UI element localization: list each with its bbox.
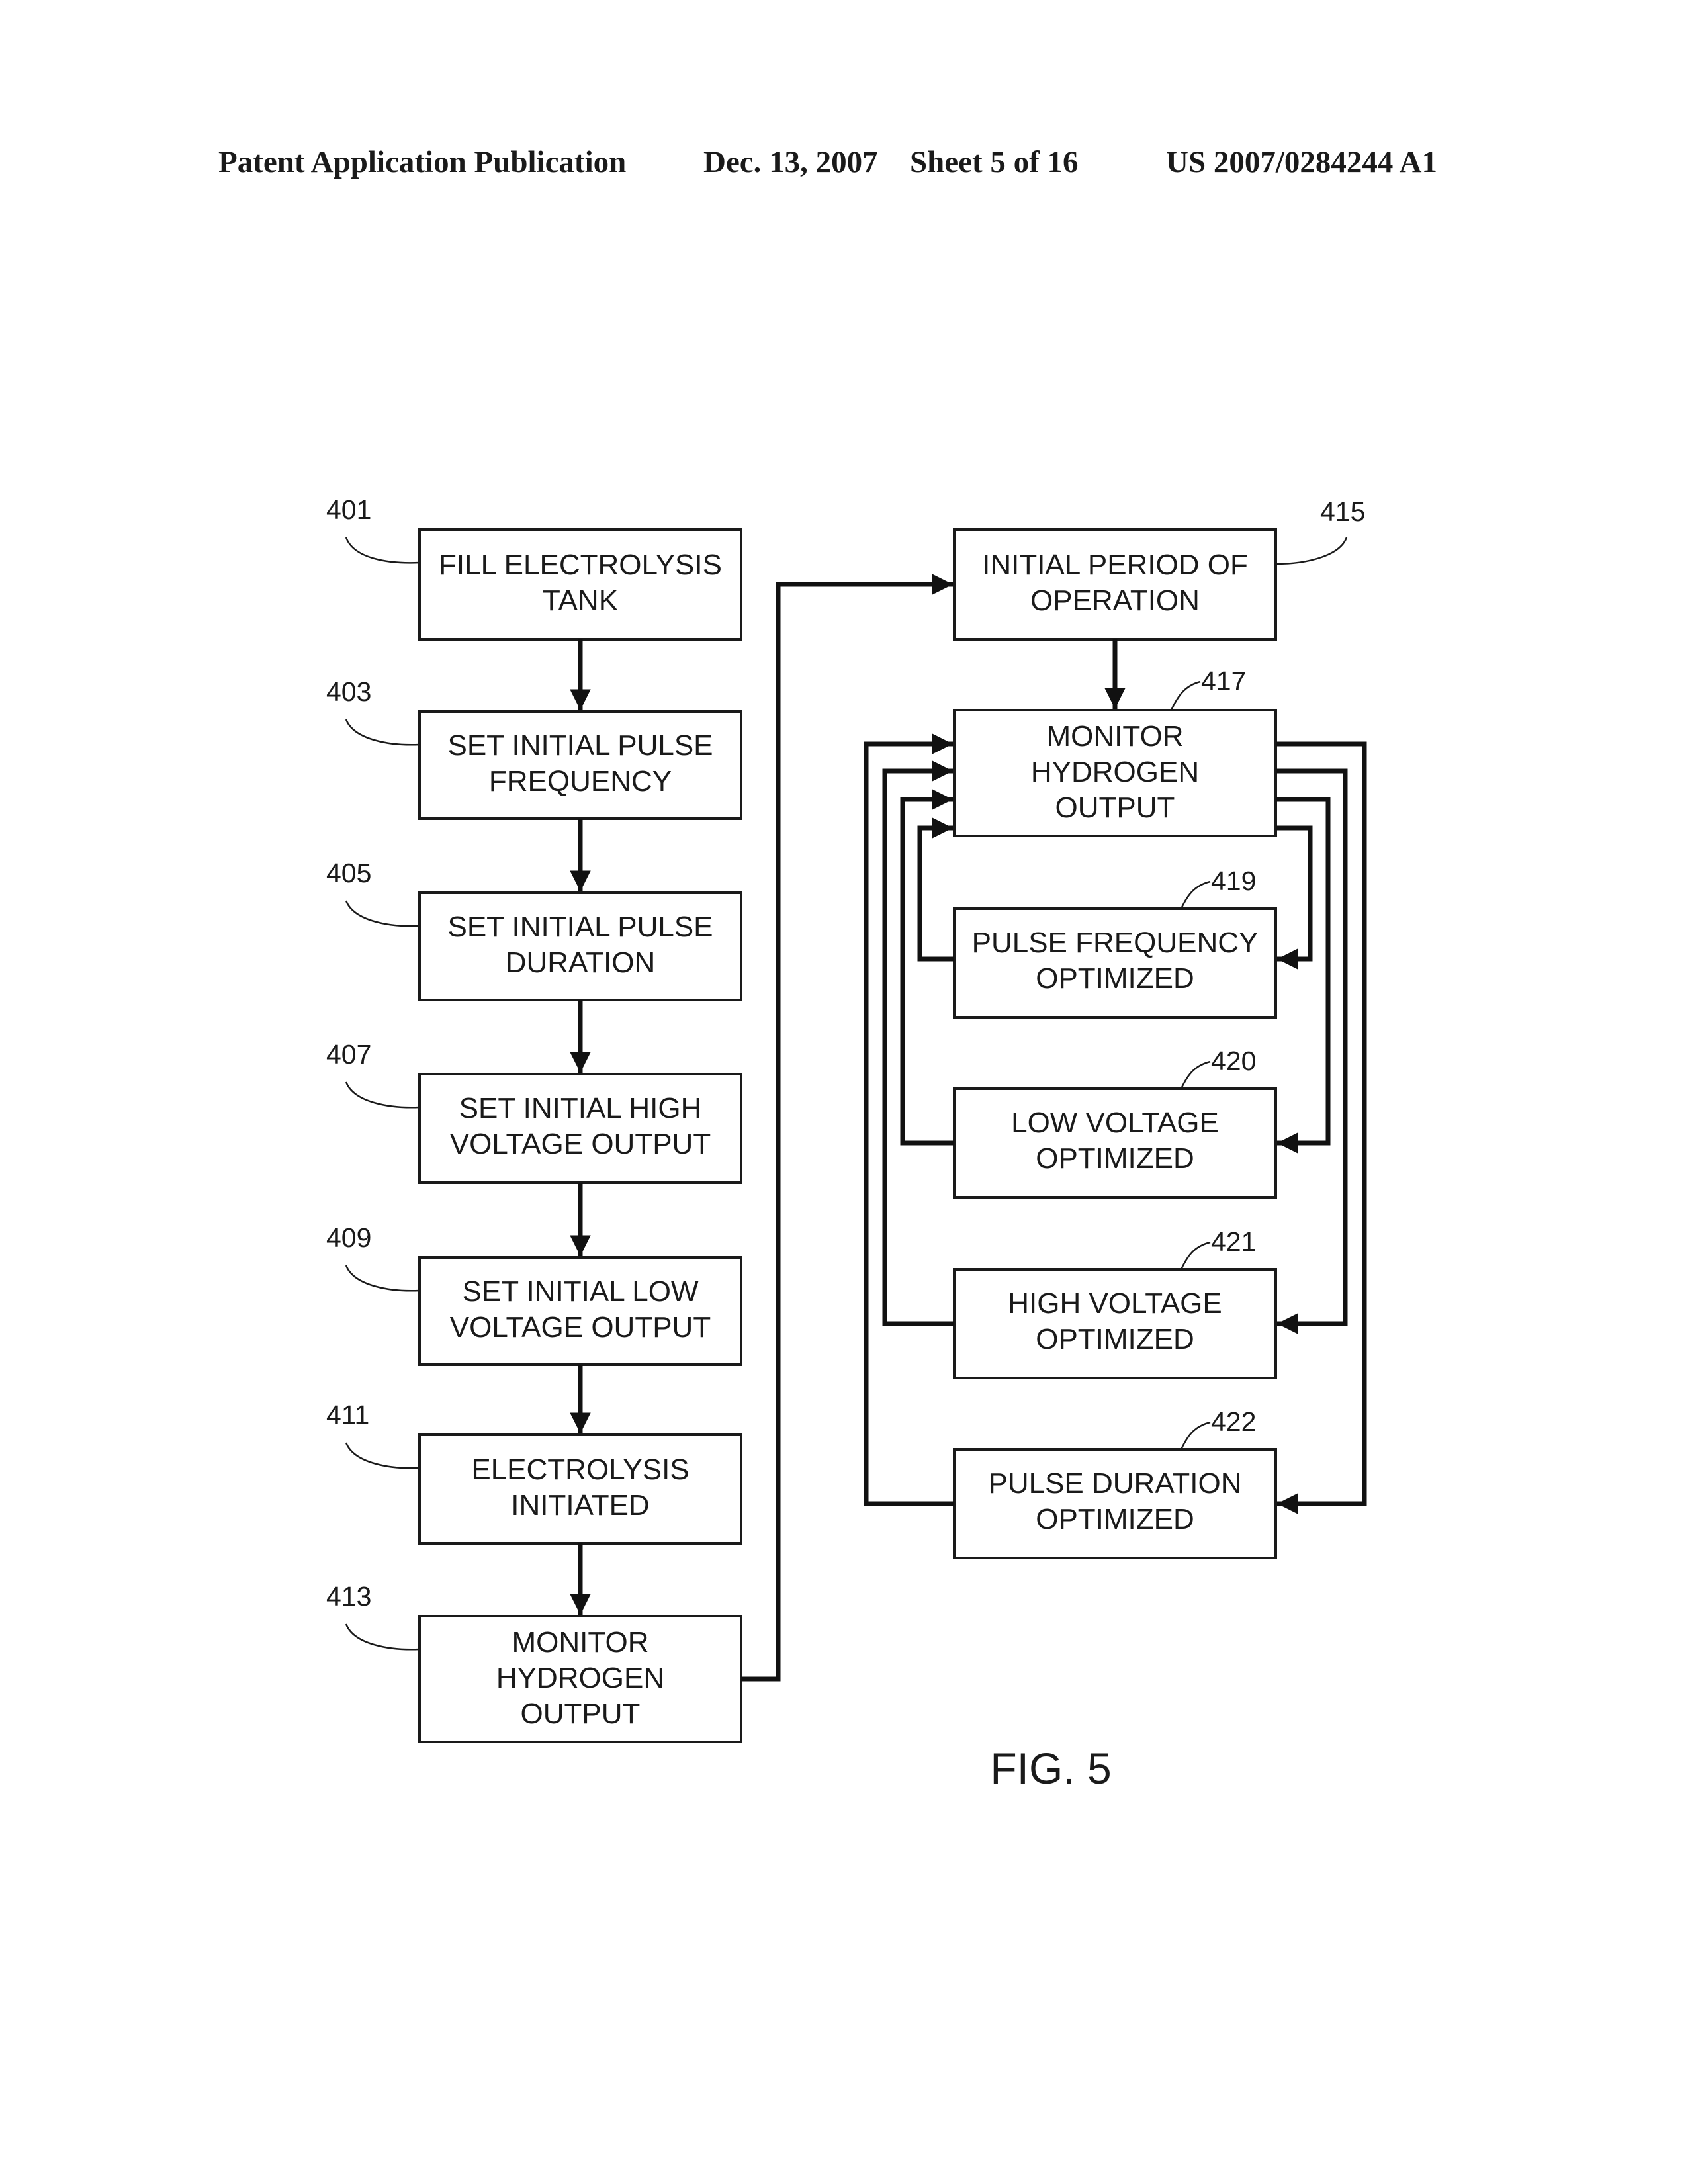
step-420-line1: LOW VOLTAGE (1011, 1107, 1219, 1139)
step-417-line1: MONITOR (1047, 720, 1184, 752)
step-419-line1: PULSE FREQUENCY (972, 927, 1259, 959)
step-409: SET INITIAL LOW VOLTAGE OUTPUT 409 (326, 1222, 741, 1365)
ref-422: 422 (1211, 1406, 1256, 1437)
step-415: INITIAL PERIOD OF OPERATION 415 (954, 496, 1365, 639)
step-415-line2: OPERATION (1030, 584, 1200, 617)
step-420: LOW VOLTAGE OPTIMIZED 420 (954, 1046, 1276, 1197)
arrow-422-417 (866, 744, 954, 1504)
step-417-line3: OUTPUT (1055, 792, 1175, 824)
step-422-line1: PULSE DURATION (988, 1467, 1241, 1500)
step-401-line2: TANK (543, 584, 618, 617)
step-411-line2: INITIATED (511, 1489, 649, 1522)
step-401: FILL ELECTROLYSIS TANK 401 (326, 494, 741, 639)
ref-419: 419 (1211, 866, 1256, 896)
ref-407: 407 (326, 1039, 371, 1069)
step-419: PULSE FREQUENCY OPTIMIZED 419 (954, 866, 1276, 1017)
ref-409-leader (346, 1265, 420, 1291)
step-407-line2: VOLTAGE OUTPUT (450, 1128, 711, 1160)
ref-413: 413 (326, 1581, 371, 1612)
step-421-line2: OPTIMIZED (1036, 1323, 1194, 1355)
step-413: MONITOR HYDROGEN OUTPUT 413 (326, 1581, 741, 1742)
arrow-413-415 (741, 584, 953, 1679)
step-419-line2: OPTIMIZED (1036, 962, 1194, 995)
ref-403: 403 (326, 676, 371, 707)
ref-422-leader (1181, 1422, 1210, 1449)
ref-421-leader (1181, 1242, 1210, 1269)
step-413-line2: HYDROGEN (496, 1662, 664, 1694)
step-405-line2: DURATION (506, 946, 656, 979)
step-403-line1: SET INITIAL PULSE (447, 729, 713, 762)
arrow-417-422 (1276, 744, 1364, 1504)
arrow-417-420 (1276, 799, 1328, 1143)
step-411-line1: ELECTROLYSIS (471, 1453, 689, 1486)
step-417-line2: HYDROGEN (1031, 756, 1199, 788)
ref-411-leader (346, 1443, 420, 1468)
ref-409: 409 (326, 1222, 371, 1253)
arrow-420-417 (903, 799, 954, 1143)
ref-417: 417 (1201, 666, 1246, 696)
step-409-line2: VOLTAGE OUTPUT (450, 1311, 711, 1343)
step-407: SET INITIAL HIGH VOLTAGE OUTPUT 407 (326, 1039, 741, 1183)
step-405-line1: SET INITIAL PULSE (447, 911, 713, 943)
ref-420-leader (1181, 1062, 1210, 1089)
ref-415: 415 (1320, 496, 1365, 527)
step-415-line1: INITIAL PERIOD OF (982, 549, 1248, 581)
ref-405: 405 (326, 858, 371, 888)
step-420-line2: OPTIMIZED (1036, 1142, 1194, 1175)
step-405: SET INITIAL PULSE DURATION 405 (326, 858, 741, 1000)
step-413-line1: MONITOR (512, 1626, 649, 1659)
step-422-line2: OPTIMIZED (1036, 1503, 1194, 1535)
step-411: ELECTROLYSIS INITIATED 411 (326, 1400, 741, 1543)
ref-405-leader (346, 901, 420, 926)
ref-419-leader (1181, 882, 1210, 909)
step-422: PULSE DURATION OPTIMIZED 422 (954, 1406, 1276, 1558)
step-403-line2: FREQUENCY (489, 765, 672, 797)
ref-401: 401 (326, 494, 371, 525)
step-421: HIGH VOLTAGE OPTIMIZED 421 (954, 1226, 1276, 1378)
step-421-line1: HIGH VOLTAGE (1008, 1287, 1222, 1320)
ref-413-leader (346, 1624, 420, 1649)
ref-403-leader (346, 719, 420, 745)
ref-401-leader (346, 537, 420, 563)
ref-420: 420 (1211, 1046, 1256, 1076)
ref-421: 421 (1211, 1226, 1256, 1257)
arrow-419-417 (920, 828, 954, 959)
ref-411: 411 (326, 1400, 369, 1430)
step-413-line3: OUTPUT (521, 1698, 641, 1730)
arrow-417-419 (1276, 828, 1310, 959)
ref-417-leader (1171, 682, 1200, 710)
step-407-line1: SET INITIAL HIGH (459, 1092, 702, 1124)
step-409-line1: SET INITIAL LOW (463, 1275, 699, 1308)
figure-label: FIG. 5 (990, 1744, 1111, 1793)
ref-407-leader (346, 1082, 420, 1107)
step-403: SET INITIAL PULSE FREQUENCY 403 (326, 676, 741, 819)
ref-415-leader (1276, 537, 1347, 564)
step-401-line1: FILL ELECTROLYSIS (439, 549, 722, 581)
